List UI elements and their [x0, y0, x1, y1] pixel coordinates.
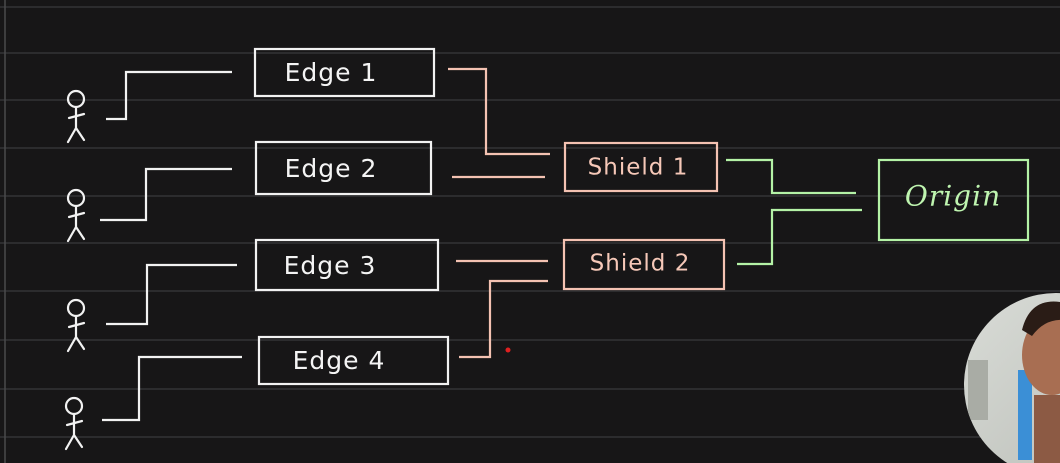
wire-user-2-edge-2	[100, 167, 232, 222]
edge-1-box	[253, 47, 436, 98]
presenter-webcam	[964, 293, 1060, 463]
user-1-icon	[66, 89, 86, 144]
edge-4-node: Edge 4	[257, 335, 450, 386]
edge-4-label: Edge 4	[293, 346, 386, 375]
origin-label: Origin	[905, 180, 1001, 213]
wire-user-3-edge-3	[106, 263, 237, 326]
wire-user-4-edge-4	[102, 355, 242, 422]
edge-4-box	[257, 335, 450, 386]
laser-pointer-dot	[505, 347, 511, 353]
edge-3-label: Edge 3	[284, 251, 377, 280]
wire-shield-2-origin	[737, 208, 862, 266]
edge-2-label: Edge 2	[285, 154, 378, 183]
edge-1-node: Edge 1	[253, 47, 436, 98]
edge-2-box	[254, 140, 433, 196]
user-2-icon	[66, 188, 86, 243]
edge-2-node: Edge 2	[254, 140, 433, 196]
origin-node: Origin	[877, 158, 1030, 242]
user-3-icon	[66, 298, 86, 353]
edge-3-box	[254, 238, 440, 292]
shield-2-label: Shield 2	[590, 251, 691, 277]
wire-user-1-edge-1	[106, 70, 232, 121]
shield-1-label: Shield 1	[588, 155, 689, 181]
shield-1-node: Shield 1	[563, 141, 719, 193]
wire-edge-4-shield-2	[459, 279, 548, 359]
edge-3-node: Edge 3	[254, 238, 440, 292]
shield-2-box	[562, 238, 726, 291]
origin-box	[877, 158, 1030, 242]
wire-edge-1-shield-1	[448, 67, 550, 156]
shield-1-box	[563, 141, 719, 193]
presenter-face	[1022, 315, 1060, 395]
edge-1-label: Edge 1	[285, 58, 378, 87]
shield-2-node: Shield 2	[562, 238, 726, 291]
user-4-icon	[64, 396, 84, 451]
wire-shield-1-origin	[726, 158, 856, 195]
